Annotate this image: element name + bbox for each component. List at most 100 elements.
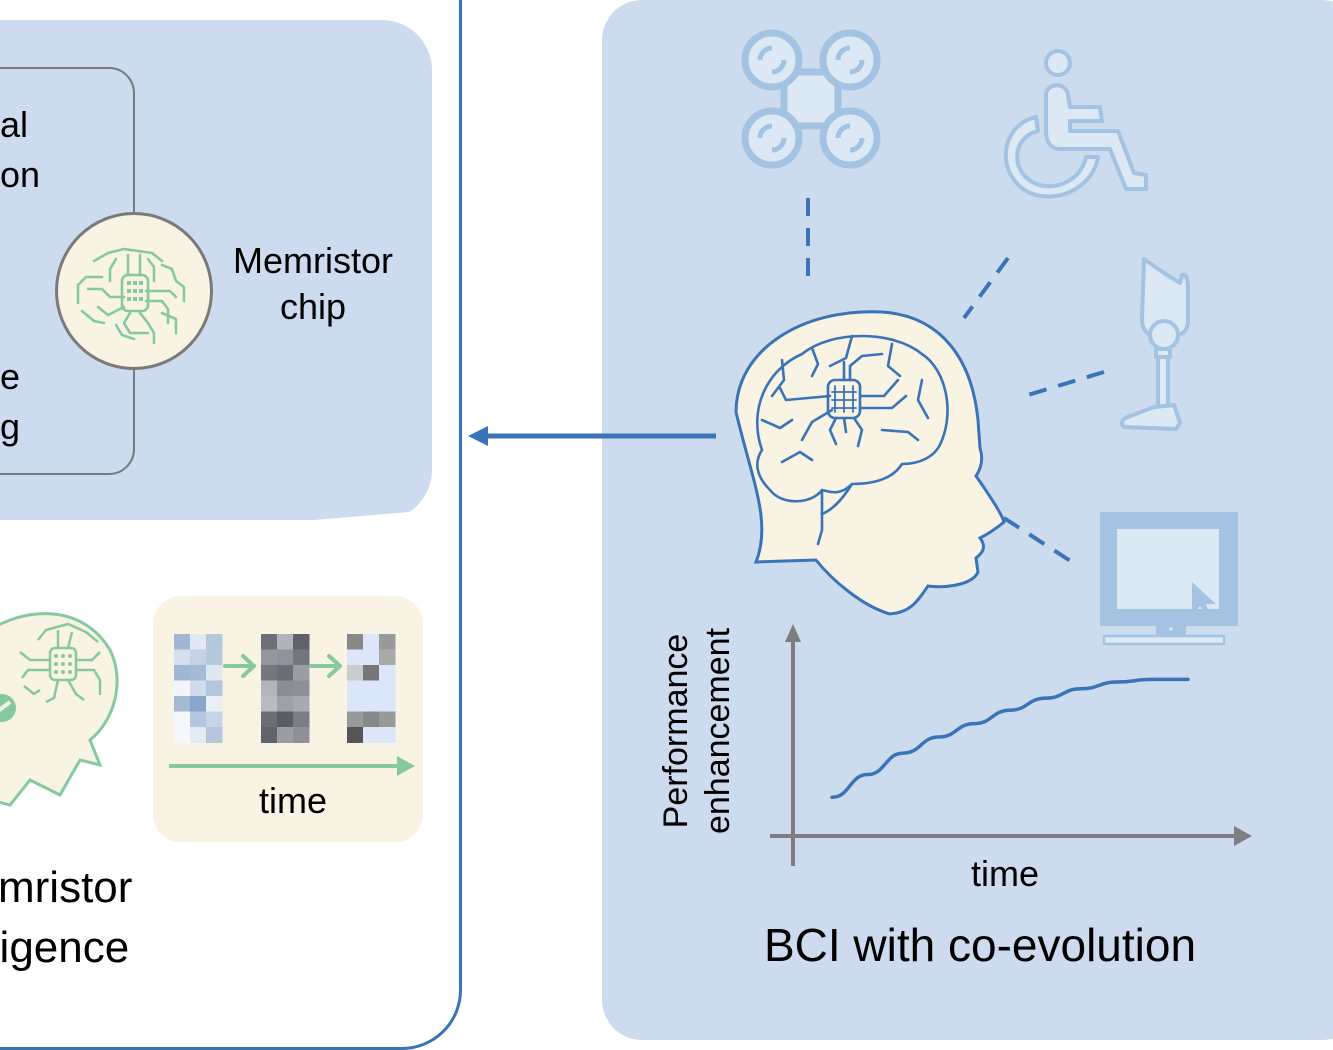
x-axis-label: time: [970, 853, 1039, 894]
pixel-cell: [261, 680, 278, 697]
green-head-brain-icon: [0, 612, 119, 807]
device-links: [806, 198, 1105, 564]
pixel-cell: [174, 680, 191, 697]
pixel-cell: [206, 711, 223, 728]
text-line: g: [0, 406, 21, 447]
pixel-cell: [293, 649, 310, 666]
pixel-cell: [190, 696, 207, 712]
pixel-cell: [190, 727, 207, 743]
pixel-cell: [347, 680, 364, 697]
pixel-cell: [293, 696, 310, 712]
pixel-cell: [261, 711, 278, 728]
pixel-cell: [293, 634, 310, 650]
arrow-right-icon: [223, 654, 256, 678]
pixel-cell: [190, 634, 207, 650]
pixel-cell: [293, 727, 310, 743]
left-title: mristor lligence: [0, 858, 132, 978]
pixel-grid-noisy: [347, 634, 396, 743]
wheelchair-icon: [1004, 49, 1148, 199]
pixel-cell: [347, 696, 364, 712]
memristor-chip-node: [55, 212, 213, 370]
link-prosthetic: [1017, 370, 1105, 400]
y-axis-label-line: enhancement: [699, 627, 737, 835]
pixel-cell: [379, 649, 396, 666]
pixel-cell: [277, 680, 294, 697]
pixel-cell: [174, 665, 191, 681]
pixel-cell: [174, 727, 191, 743]
pixel-cell: [261, 649, 278, 666]
label-line: chip: [279, 286, 347, 327]
pixel-cell: [363, 727, 380, 743]
pixel-cell: [379, 696, 396, 712]
pixel-cell: [363, 711, 380, 728]
time-box-label: time: [258, 780, 327, 821]
pixel-cell: [277, 634, 294, 650]
pixel-cell: [174, 696, 191, 712]
title-line: lligence: [0, 923, 130, 972]
bci-title: BCI with co-evolution: [763, 919, 1197, 971]
pixel-cell: [206, 680, 223, 697]
pixel-cell: [363, 665, 380, 681]
prosthetic-leg-icon: [1119, 257, 1190, 431]
drone-icon: [741, 29, 881, 169]
pixel-cell: [206, 634, 223, 650]
text-line: e: [0, 356, 21, 397]
x-axis-arrow-icon: [1234, 826, 1252, 846]
pixel-cell: [277, 696, 294, 712]
pixel-cell: [174, 634, 191, 650]
label-line: Memristor: [233, 240, 393, 281]
performance-chart: [770, 624, 1252, 866]
pixel-cell: [347, 711, 364, 728]
pixel-cell: [379, 711, 396, 728]
pixel-cell: [293, 711, 310, 728]
text-line: on: [0, 154, 41, 195]
pixel-cell: [379, 727, 396, 743]
pixel-cell: [261, 696, 278, 712]
pixel-cell: [174, 711, 191, 728]
pixel-cell: [277, 711, 294, 728]
link-computer: [1002, 516, 1074, 564]
pixel-cell: [277, 665, 294, 681]
inner-box-text-bottom: e g: [0, 352, 20, 452]
pixel-cell: [206, 649, 223, 666]
inner-box-text-top: al on: [0, 100, 40, 200]
pixel-cell: [190, 680, 207, 697]
pixel-cell: [261, 634, 278, 650]
pixel-cell: [190, 711, 207, 728]
connection-arrow: [468, 426, 716, 446]
y-axis-label-line: Performance: [657, 633, 695, 829]
title-line: mristor: [0, 863, 133, 912]
time-arrow-head-icon: [397, 756, 415, 776]
text-line: al: [0, 104, 29, 145]
link-wheelchair: [962, 256, 1010, 320]
pixel-cell: [379, 665, 396, 681]
pixel-cell: [363, 680, 380, 697]
pixel-cell: [347, 727, 364, 743]
circuit-brain-icon: [76, 247, 186, 345]
pixel-cell: [379, 634, 396, 650]
pixel-cell: [347, 634, 364, 650]
pixel-cell: [174, 649, 191, 666]
pixel-cell: [363, 634, 380, 650]
pixel-cell: [261, 665, 278, 681]
pixel-cell: [206, 727, 223, 743]
performance-line: [830, 677, 1190, 800]
pixel-cell: [261, 727, 278, 743]
memristor-chip-label: Memristor chip: [218, 238, 408, 330]
arrow-left-icon: [468, 426, 488, 446]
pixel-cell: [363, 649, 380, 666]
pixel-cell: [190, 665, 207, 681]
computer-monitor-icon: [1100, 512, 1238, 646]
pixel-grid-blue: [174, 634, 223, 743]
arrow-right-icon: [309, 654, 342, 678]
pixel-cell: [379, 680, 396, 697]
pixel-cell: [206, 665, 223, 681]
human-head-brain-chip-icon: [734, 310, 1006, 616]
pixel-cell: [190, 649, 207, 666]
weight-evolution-graphic: [169, 634, 415, 776]
pixel-cell: [293, 665, 310, 681]
pixel-cell: [363, 696, 380, 712]
pixel-cell: [277, 649, 294, 666]
pixel-cell: [206, 696, 223, 712]
